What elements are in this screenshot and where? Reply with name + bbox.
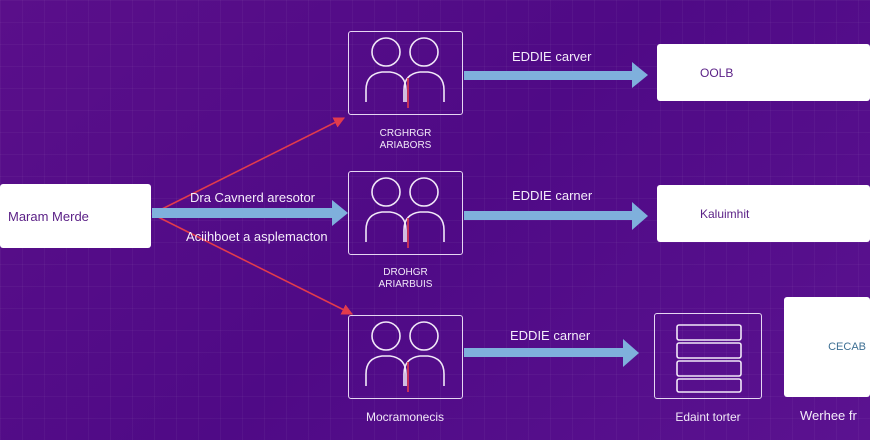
group-2-arrow-label: EDDIE carner: [512, 188, 593, 203]
red-arrow-down: [151, 213, 354, 315]
group-2-caption-line1: DROHGR: [383, 267, 428, 278]
group-3-frame[interactable]: [348, 315, 463, 399]
target-1-label: OOLB: [700, 65, 734, 80]
group-3-arrow-label: EDDIE carner: [510, 328, 591, 343]
source-label: Maram Merde: [8, 208, 89, 224]
target-3-caption: Werhee fr: [800, 408, 857, 423]
target-3-label: CECAB: [828, 341, 866, 353]
group-3-caption: Mocramonecis: [365, 410, 445, 424]
group-2-frame[interactable]: [348, 171, 463, 255]
group-1-arrow-label: EDDIE carver: [512, 49, 592, 64]
group-1-caption: CRGHRGR ARIABORS: [348, 128, 463, 152]
group-2-caption: DROHGR ARIARBUIS: [348, 267, 463, 291]
people-icon: [365, 37, 445, 108]
server-stack-icon: [676, 324, 742, 393]
people-icon: [365, 321, 445, 392]
server-frame[interactable]: [654, 313, 762, 399]
target-box-1[interactable]: OOLB: [657, 44, 870, 101]
source-box[interactable]: Maram Merde: [0, 184, 151, 248]
people-icon: [365, 177, 445, 248]
server-label: Edaint torter: [675, 410, 741, 424]
group-1-caption-line2: ARIABORS: [379, 140, 432, 151]
red-arrow-up: [151, 117, 346, 215]
group-1-caption-line1: CRGHRGR: [379, 128, 432, 139]
group-2-caption-line2: ARIARBUIS: [378, 279, 433, 290]
blue-arrow-group-3: [464, 339, 639, 367]
edge-label-top: Dra Cavnerd aresotor: [190, 190, 315, 205]
target-box-2[interactable]: Kaluimhit: [657, 185, 870, 242]
blue-arrow-group-2: [464, 202, 648, 230]
target-2-label: Kaluimhit: [700, 206, 750, 221]
edge-label-bottom: Aciihboet a asplemacton: [186, 229, 328, 244]
blue-arrow-group-1: [464, 62, 648, 88]
group-1-frame[interactable]: [348, 31, 463, 115]
blue-arrow-source: [152, 200, 348, 226]
target-box-3[interactable]: CECAB: [784, 297, 870, 397]
